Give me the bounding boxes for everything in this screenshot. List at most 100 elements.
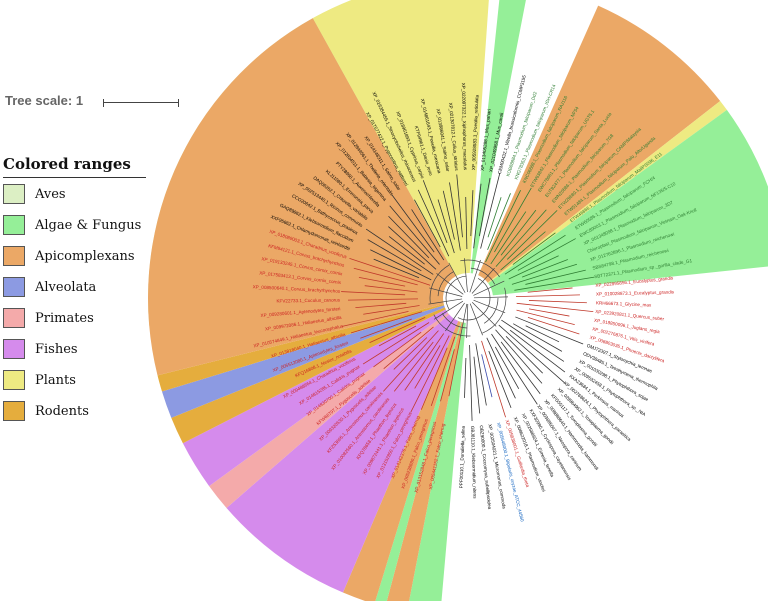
range-wedge [488, 110, 768, 295]
range-wedge [313, 0, 490, 276]
tree-branch [471, 267, 495, 294]
legend-item-primates: Primates [3, 308, 94, 328]
tree-branch [508, 255, 559, 280]
tree-branch [411, 209, 445, 261]
legend-swatch [3, 184, 25, 204]
tree-branch [349, 257, 431, 286]
tree-branch [528, 308, 570, 317]
tree-branch [521, 259, 568, 278]
tree-branch [511, 263, 578, 285]
tree-branch [500, 231, 546, 271]
legend-swatch [3, 215, 25, 235]
tree-branch [516, 302, 594, 313]
tree-branch [342, 311, 409, 327]
tree-branch [433, 300, 464, 320]
leaf-label: XP_022097322.1_Xiphophorus_maculatus [461, 83, 468, 171]
legend-item-algae-fungus: Algae & Fungus [3, 215, 141, 235]
leaf-label: XP_008500640.1_Corvus_brachyrhynchos [253, 284, 341, 293]
leaf-label: KRH66673.1_Glycine_max [596, 300, 652, 307]
tree-branch [478, 177, 491, 237]
tree-branch [442, 190, 455, 240]
tree-branch [514, 276, 595, 291]
tree-branch [475, 343, 487, 406]
tree-branch [414, 199, 441, 248]
tree-branch [365, 228, 434, 275]
tree-branch [388, 215, 430, 259]
tree-branch [436, 273, 464, 295]
range-wedge [158, 304, 445, 392]
tree-branch [486, 337, 516, 399]
tree-branch [456, 174, 463, 238]
tree-branches [341, 172, 595, 421]
tree-branch [501, 319, 565, 362]
legend-title: Colored ranges [3, 155, 131, 173]
tree-branch [369, 317, 426, 343]
legend-label: Aves [35, 186, 66, 202]
tree-branch [494, 187, 532, 253]
leaf-label: GBJ81110.1_Klebsormidium_nitens [470, 426, 477, 499]
tree-branch [440, 349, 455, 402]
legend-label: Plants [35, 372, 76, 388]
legend-label: Algae & Fungus [35, 217, 142, 233]
tree-branch [422, 180, 448, 243]
tree-branch [500, 341, 541, 395]
legend-swatch [3, 308, 25, 328]
legend-item-plants: Plants [3, 370, 76, 390]
tree-branch [404, 333, 445, 391]
tree-branch [469, 344, 473, 421]
tree-branch [517, 238, 576, 271]
tree-branch [362, 322, 430, 365]
tree-branch [512, 232, 556, 265]
range-wedge [209, 313, 449, 508]
tree-branch [515, 294, 580, 298]
legend-item-rodents: Rodents [3, 401, 89, 421]
tree-branch [527, 287, 573, 293]
tree-arc [437, 267, 499, 329]
range-wedge [407, 323, 466, 601]
legend-label: Alveolata [35, 279, 97, 295]
leaf-label: KFV22733.1_Cuculus_canorus [276, 297, 340, 303]
tree-branch [460, 303, 468, 338]
tree-branch [389, 205, 440, 265]
legend-label: Rodents [35, 403, 89, 419]
tree-branch [525, 269, 586, 285]
legend-label: Fishes [35, 341, 78, 357]
tree-branch [481, 354, 493, 398]
range-wedge [171, 307, 445, 443]
tree-branch [437, 199, 455, 254]
range-wedge [488, 101, 727, 283]
tree-branch [473, 183, 482, 249]
tree-branch [506, 210, 558, 260]
tree-branch [449, 182, 461, 251]
tree-branch [527, 316, 580, 335]
legend-item-alveolata: Alveolata [3, 277, 96, 297]
tree-branch [355, 302, 407, 309]
tree-branch [516, 309, 575, 325]
tree-branch [341, 291, 406, 296]
tree-branch [469, 303, 483, 336]
tree-branch [473, 356, 481, 414]
tree-branch [383, 326, 434, 370]
tree-branch [487, 197, 502, 238]
tree-branch [367, 239, 422, 272]
tree-branch [469, 259, 481, 293]
tree-branch [429, 287, 463, 297]
tree-branch [363, 305, 420, 315]
tree-scale-bar [103, 99, 179, 107]
colored-ranges [148, 0, 768, 601]
tree-branch [480, 172, 501, 249]
tree-branch [410, 335, 450, 413]
legend-label: Primates [35, 310, 94, 326]
range-wedge [471, 0, 529, 273]
range-wedge [183, 309, 448, 486]
tree-branch [430, 336, 456, 407]
legend-swatch [3, 339, 25, 359]
legend-swatch [3, 246, 25, 266]
tree-branch [473, 280, 505, 296]
tree-branch [491, 333, 538, 405]
tree-branch [470, 190, 474, 237]
tree-branch [391, 194, 435, 253]
tree-branch [490, 211, 527, 265]
tree-branch [393, 341, 434, 392]
